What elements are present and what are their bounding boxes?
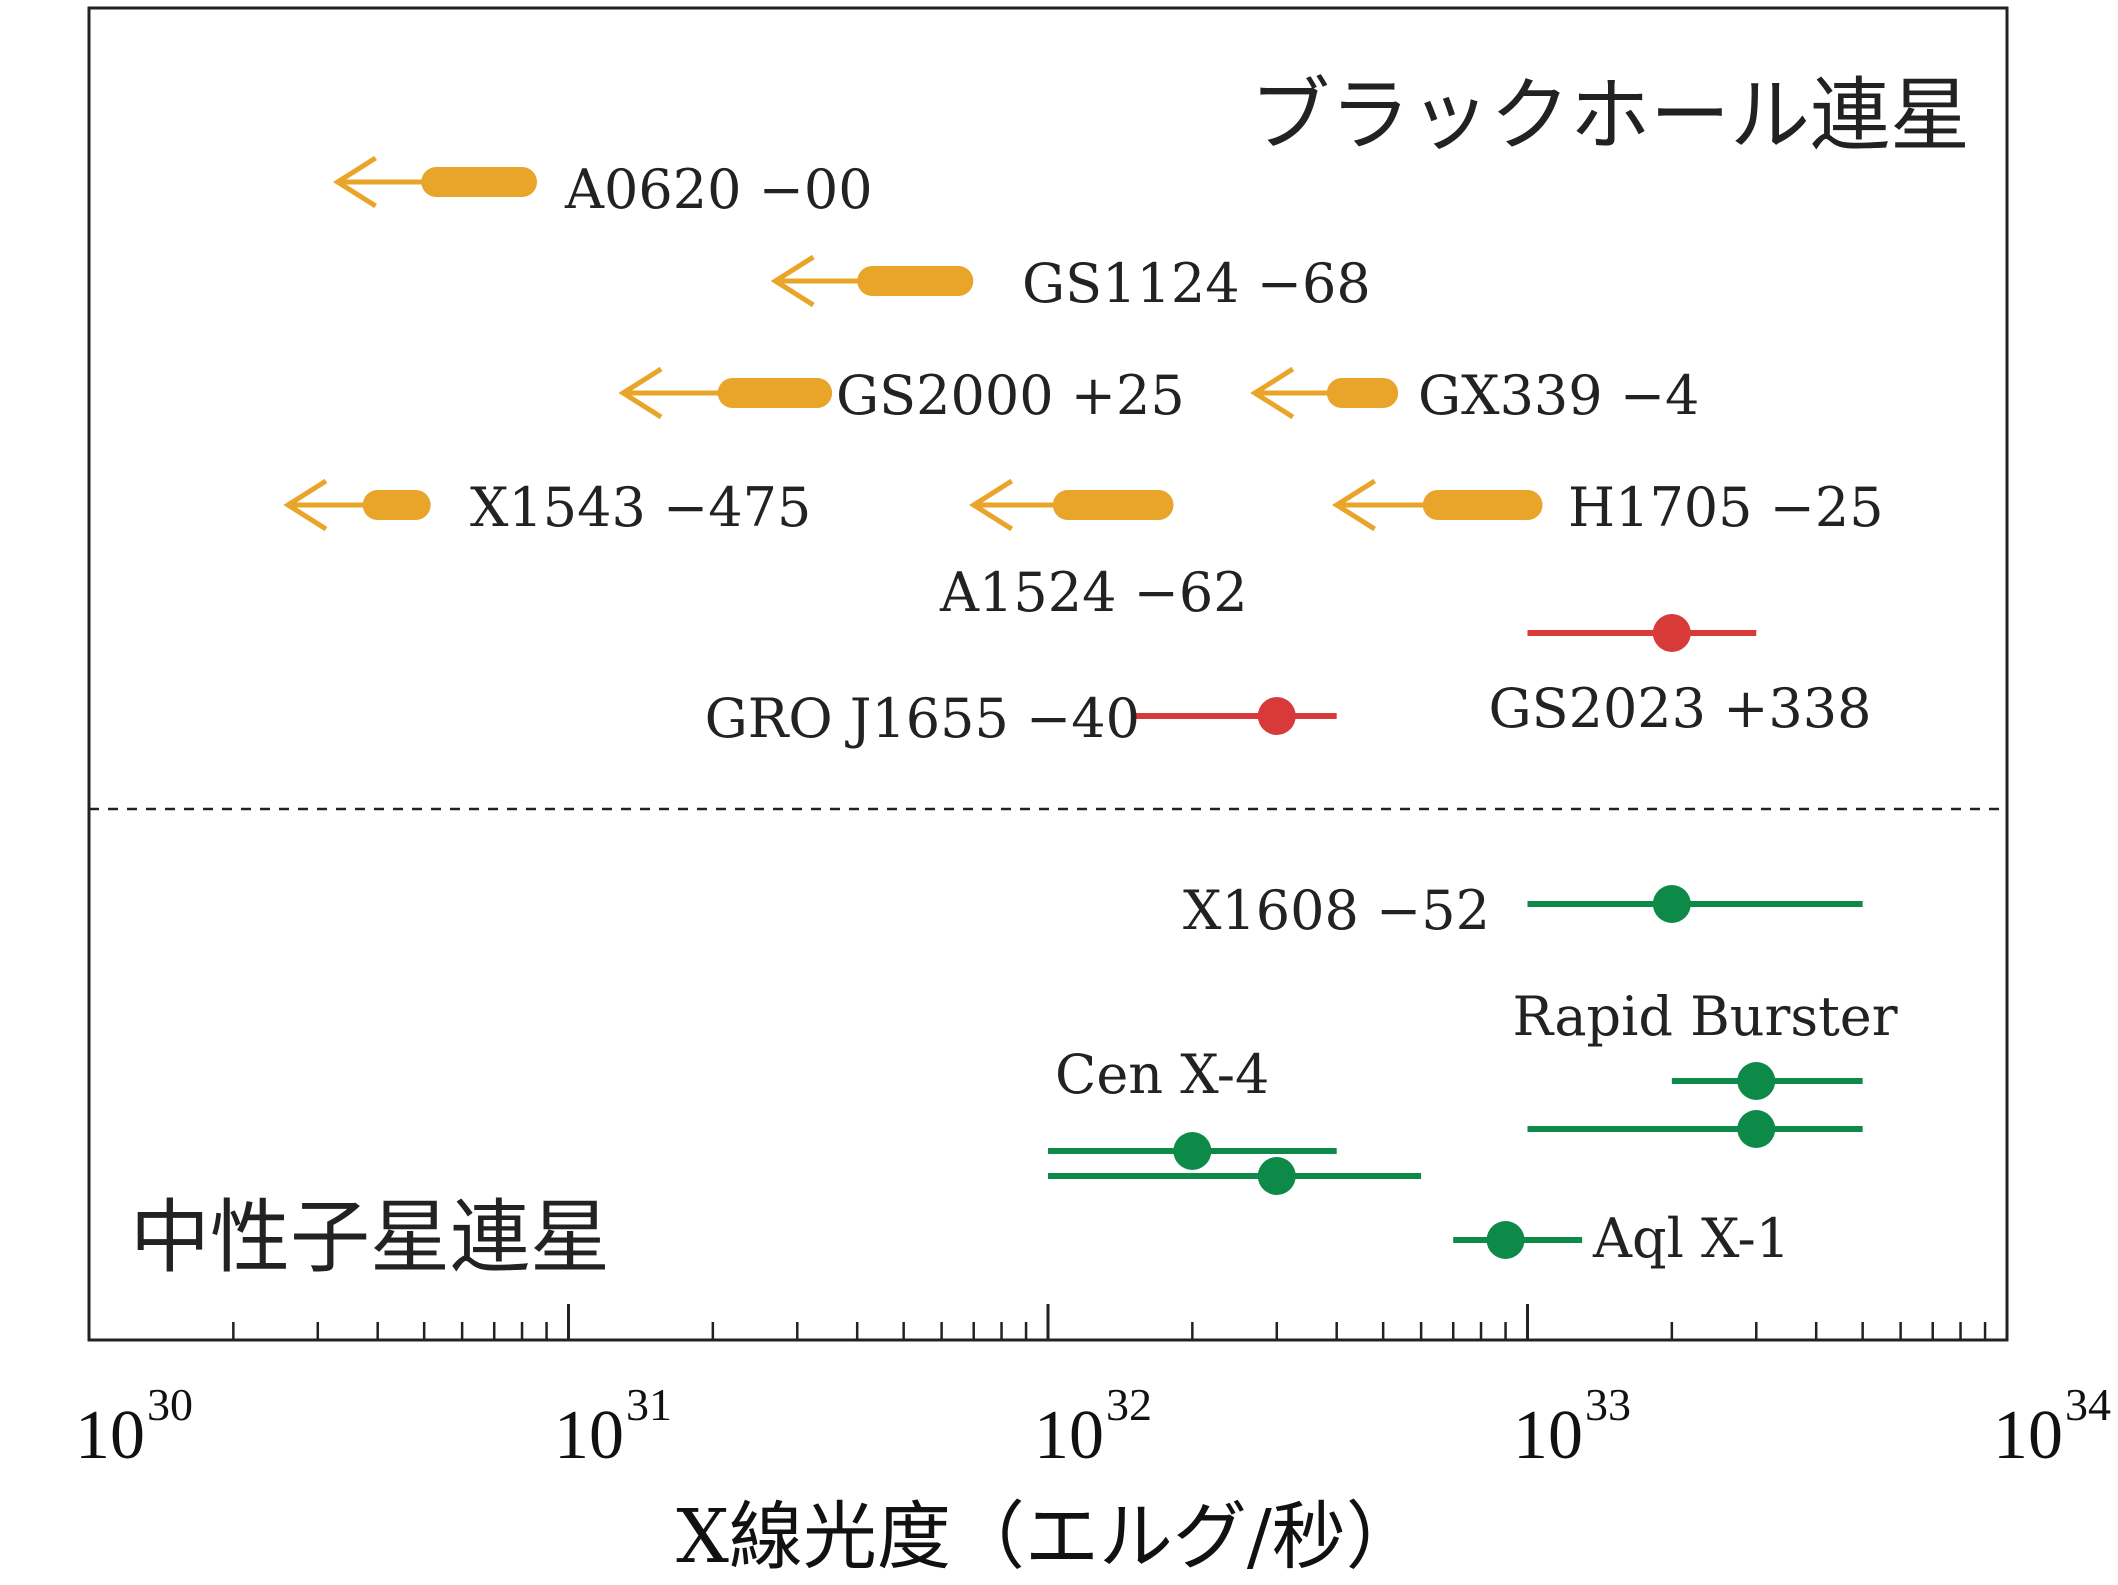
label-rapid-burster: Rapid Burster (1512, 985, 1897, 1048)
label-gs1124: GS1124 −68 (1022, 252, 1371, 315)
upper-limit-arrowhead (1332, 478, 1377, 532)
data-point (1173, 1132, 1212, 1170)
plot-frame (87, 6, 2009, 1342)
upper-limit-arrowhead (1250, 366, 1295, 420)
label-gs2000: GS2000 +25 (836, 364, 1185, 427)
upper-limit-marker (1250, 366, 1399, 420)
svg-text:34: 34 (2065, 1379, 2111, 1430)
detection-marker (1048, 1132, 1337, 1170)
upper-limit-marker (770, 254, 974, 308)
upper-limit-marker (618, 366, 833, 420)
detection-marker (1453, 1221, 1583, 1259)
upper-limit-marker (1332, 478, 1543, 532)
detection-marker (1527, 1110, 1863, 1148)
x-tick-label-1: 10 31 (554, 1379, 672, 1474)
data-point (1737, 1110, 1776, 1148)
x-axis-major-ticks (87, 1304, 2009, 1340)
label-cen-x4: Cen X-4 (1055, 1043, 1269, 1106)
detection-marker (1132, 697, 1337, 735)
svg-text:32: 32 (1106, 1379, 1152, 1430)
label-a0620: A0620 −00 (564, 158, 873, 221)
svg-text:10: 10 (1034, 1397, 1104, 1474)
x-tick-label-2: 10 32 (1034, 1379, 1152, 1474)
label-x1543: X1543 −475 (470, 476, 811, 539)
label-h1705: H1705 −25 (1568, 476, 1884, 539)
detection-marker (1527, 614, 1757, 652)
upper-limit-arrowhead (283, 478, 328, 532)
detection-marker (1048, 1157, 1422, 1195)
upper-limit-arrowhead (332, 155, 377, 209)
x-tick-label-3: 10 33 (1513, 1379, 1631, 1474)
region-label-black-hole: ブラックホール連星 (1250, 69, 1970, 162)
label-a1524: A1524 −62 (939, 561, 1248, 624)
upper-limit-arrowhead (969, 478, 1014, 532)
svg-text:10: 10 (75, 1397, 145, 1474)
data-point (1737, 1062, 1776, 1100)
upper-limit-marker (332, 155, 538, 209)
label-aql-x1: Aql X-1 (1592, 1207, 1790, 1270)
data-point (1257, 1157, 1296, 1195)
data-point (1652, 614, 1691, 652)
detection-marker (1671, 1062, 1863, 1100)
data-point (1652, 885, 1691, 923)
data-point (1486, 1221, 1525, 1259)
data-point (1257, 697, 1296, 735)
upper-limit-marker (283, 478, 431, 532)
x-tick-label-0: 10 30 (75, 1379, 193, 1474)
label-x1608: X1608 −52 (1183, 879, 1490, 942)
upper-limit-marker (969, 478, 1174, 532)
upper-limit-arrowhead (770, 254, 815, 308)
svg-text:10: 10 (1513, 1397, 1583, 1474)
x-axis-label: X線光度（エルグ/秒） (676, 1494, 1420, 1580)
x-axis-minor-ticks (232, 1322, 1987, 1340)
x-tick-label-4: 10 34 (1993, 1379, 2111, 1474)
svg-text:10: 10 (1993, 1397, 2063, 1474)
svg-text:31: 31 (626, 1379, 672, 1430)
svg-text:10: 10 (554, 1397, 624, 1474)
region-label-neutron-star: 中性子星連星 (130, 1191, 610, 1284)
label-gs2023: GS2023 +338 (1488, 677, 1871, 740)
svg-text:33: 33 (1585, 1379, 1631, 1430)
label-gx339: GX339 −4 (1418, 364, 1699, 427)
detection-marker (1527, 885, 1863, 923)
upper-limit-arrowhead (618, 366, 663, 420)
label-gro-j1655: GRO J1655 −40 (705, 687, 1140, 750)
svg-text:30: 30 (147, 1379, 193, 1430)
